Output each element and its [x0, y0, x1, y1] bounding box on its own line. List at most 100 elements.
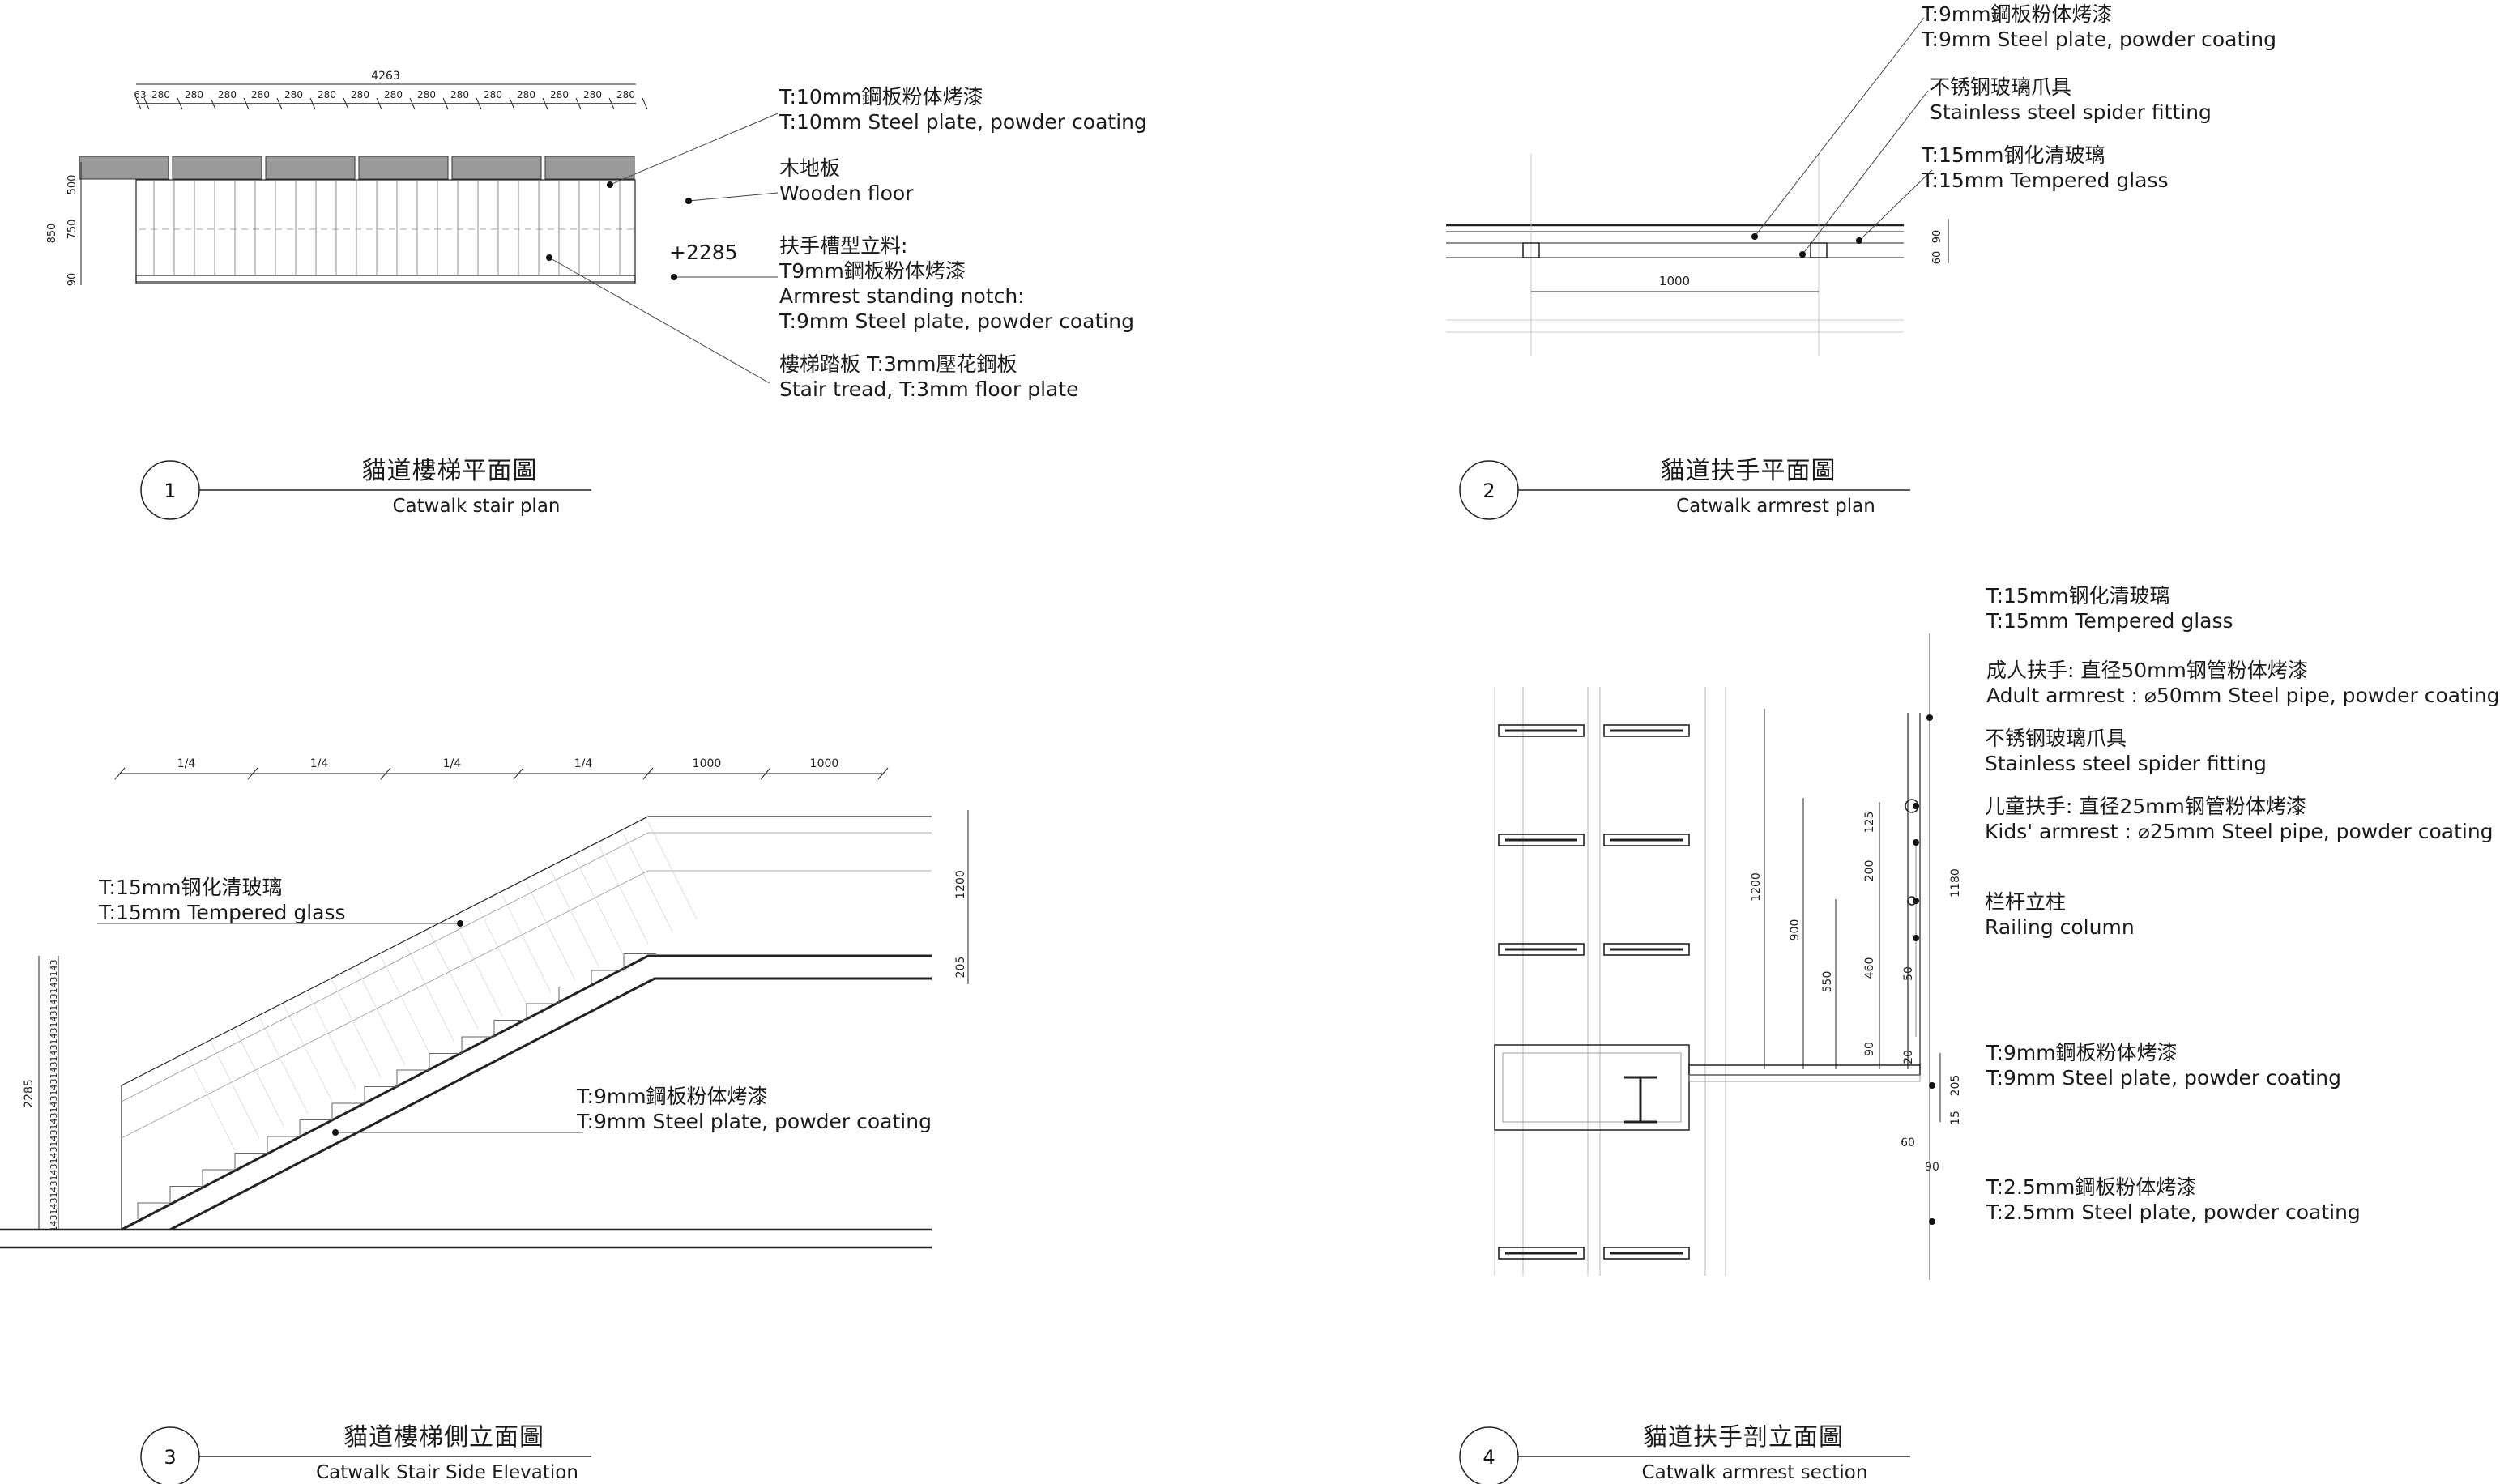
svg-text:550: 550 — [1821, 971, 1834, 993]
svg-text:200: 200 — [1863, 860, 1876, 882]
dim-label: 280 — [484, 89, 502, 100]
dim-label: 143 — [49, 1198, 59, 1215]
dim-label: 280 — [318, 89, 336, 100]
svg-text:500: 500 — [66, 175, 79, 195]
tread-section — [1603, 1247, 1690, 1260]
dim-total: 4263 — [371, 70, 400, 83]
drawing-number-4: 4 — [1483, 1446, 1495, 1469]
svg-text:90: 90 — [66, 273, 79, 287]
svg-text:1000: 1000 — [1659, 274, 1690, 288]
dim-label: 1000 — [693, 757, 722, 770]
title-blocks: 1 2 3 4 — [140, 460, 1910, 1484]
dim-label: 1/4 — [310, 757, 329, 770]
svg-text:460: 460 — [1863, 957, 1876, 979]
d4-title-en: Catwalk armrest section — [1641, 1462, 1868, 1483]
svg-text:205: 205 — [1949, 1075, 1962, 1097]
dim-label: 280 — [151, 89, 170, 100]
dim-label: 143 — [49, 1181, 59, 1198]
tread-section — [1498, 943, 1585, 956]
svg-text:20: 20 — [1902, 1050, 1915, 1064]
dim-label: 280 — [417, 89, 436, 100]
dim-label: 1/4 — [574, 757, 593, 770]
dim-label: 280 — [450, 89, 469, 100]
dim-label: 280 — [218, 89, 237, 100]
dim-label: 143 — [49, 1011, 59, 1028]
floor-board — [79, 156, 169, 180]
floor-board — [172, 156, 262, 180]
dim-label: 1/4 — [177, 757, 196, 770]
d1-title-en: Catwalk stair plan — [392, 496, 561, 517]
dim-label: 1/4 — [443, 757, 462, 770]
svg-text:1200: 1200 — [954, 870, 967, 899]
floor-board — [358, 156, 449, 180]
dim-label: 143 — [49, 960, 59, 977]
dim-label: 63 — [134, 89, 146, 100]
svg-text:15: 15 — [1949, 1111, 1962, 1125]
svg-text:1200: 1200 — [1750, 872, 1763, 902]
dim-label: 280 — [550, 89, 569, 100]
dim-label: 143 — [49, 1062, 59, 1079]
dim-label: 280 — [616, 89, 635, 100]
drawing-number-1: 1 — [164, 480, 176, 502]
drawing-2-armrest-plan: 1000 60 90 — [1446, 17, 1949, 356]
svg-text:90: 90 — [1863, 1042, 1876, 1056]
dim-label: 1000 — [810, 757, 839, 770]
tread-section — [1498, 834, 1585, 846]
tread-section — [1603, 724, 1690, 737]
dim-label: 143 — [49, 1079, 59, 1096]
dim-label: 280 — [185, 89, 203, 100]
d3-title-zh: 貓道樓梯側立面圖 — [343, 1423, 544, 1452]
tread-section — [1498, 1247, 1585, 1260]
svg-text:850: 850 — [46, 224, 58, 244]
svg-text:90: 90 — [1931, 230, 1943, 244]
d2-title-zh: 貓道扶手平面圖 — [1660, 457, 1837, 485]
dim-label: 143 — [49, 994, 59, 1011]
d2-title-en: Catwalk armrest plan — [1676, 496, 1875, 517]
dim-label: 280 — [384, 89, 403, 100]
dim-label: 143 — [49, 1096, 59, 1113]
tread-section — [1498, 724, 1585, 737]
dim-label: 143 — [49, 977, 59, 994]
dim-label: 143 — [49, 1045, 59, 1062]
dim-label: 143 — [49, 1113, 59, 1130]
floor-board — [265, 156, 356, 180]
svg-text:60: 60 — [1931, 251, 1943, 265]
tread-section — [1603, 834, 1690, 846]
svg-text:205: 205 — [954, 957, 967, 979]
svg-text:90: 90 — [1925, 1161, 1939, 1174]
dim-label: 280 — [517, 89, 535, 100]
dim-label: 143 — [49, 1164, 59, 1181]
dim-label: 280 — [251, 89, 270, 100]
drawing-number-2: 2 — [1483, 480, 1495, 502]
drawing-1-stair-plan: 63 280 280 280 280 280 280 280 280 280 280 280 280 28… — [46, 70, 779, 384]
d3-title-en: Catwalk Stair Side Elevation — [316, 1462, 578, 1483]
d1-level-mark: +2285 — [669, 241, 738, 264]
dim-label: 280 — [284, 89, 303, 100]
drawing-number-3: 3 — [164, 1446, 176, 1469]
d1-title-zh: 貓道樓梯平面圖 — [361, 457, 538, 485]
d4-title-zh: 貓道扶手剖立面圖 — [1643, 1423, 1844, 1452]
tread-section — [1603, 943, 1690, 956]
svg-text:750: 750 — [66, 220, 79, 240]
svg-text:2285: 2285 — [23, 1079, 36, 1108]
floor-board — [451, 156, 542, 180]
svg-text:1180: 1180 — [1949, 868, 1962, 898]
dim-label: 143 — [49, 1215, 59, 1232]
svg-text:900: 900 — [1789, 919, 1802, 941]
